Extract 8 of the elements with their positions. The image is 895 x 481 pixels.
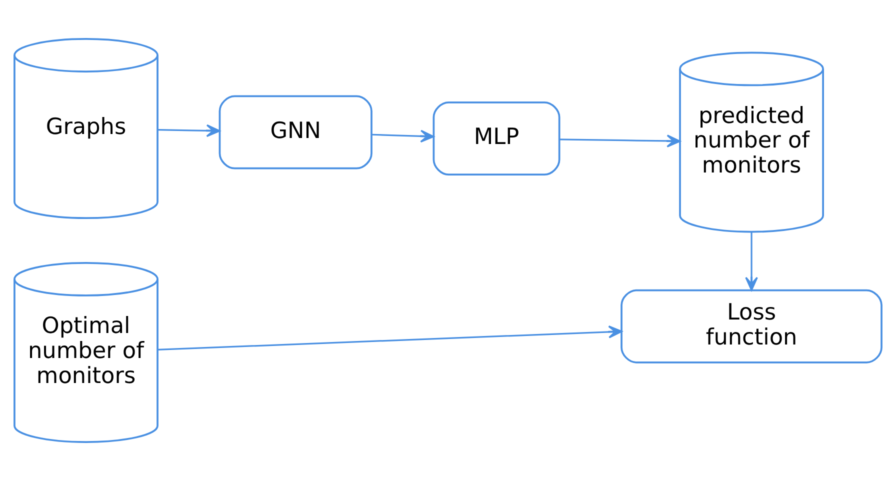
- arrow: [559, 134, 680, 148]
- node-box: Loss function: [620, 289, 882, 364]
- node-box: GNN: [218, 95, 372, 170]
- node-box: MLP: [432, 101, 560, 176]
- arrow: [157, 124, 220, 138]
- arrow: [371, 130, 434, 143]
- arrow: [157, 326, 622, 350]
- arrow: [744, 232, 758, 291]
